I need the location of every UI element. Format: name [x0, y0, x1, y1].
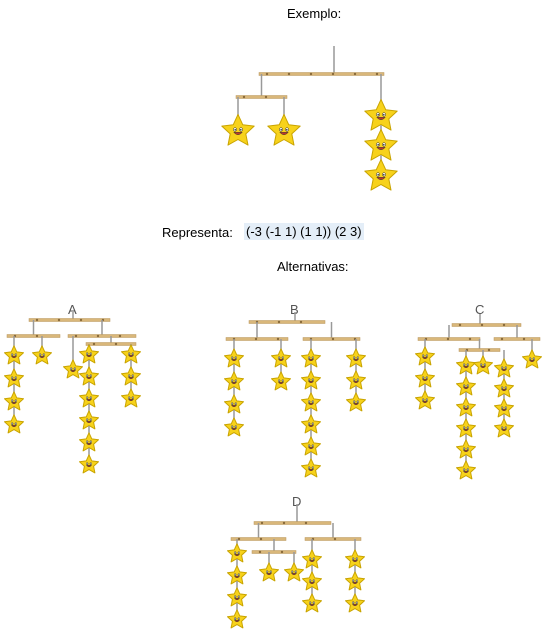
star-icon [224, 348, 244, 368]
star-icon [473, 355, 493, 375]
star-icon [224, 394, 244, 414]
option-c-label: C [475, 302, 485, 317]
star-icon [456, 397, 476, 417]
star-icon [227, 587, 247, 607]
star-icon [121, 388, 141, 408]
star-icon [224, 417, 244, 437]
star-icon [79, 388, 99, 408]
mobile-sub-bar [251, 550, 297, 554]
alternatives-label: Alternativas: [277, 259, 349, 274]
star-icon [456, 439, 476, 459]
star-icon [302, 571, 322, 591]
star-icon [4, 414, 24, 434]
mobile-sub-bar [225, 337, 289, 341]
star-icon [121, 344, 141, 364]
star-icon [224, 371, 244, 391]
star-icon [4, 368, 24, 388]
star-icon [79, 366, 99, 386]
mobile-main-bar [248, 320, 326, 324]
mobile-sub-bar [417, 337, 481, 341]
star-icon [79, 432, 99, 452]
star-icon [221, 113, 255, 146]
star-icon [345, 593, 365, 613]
star-icon [494, 378, 514, 398]
star-icon [301, 392, 321, 412]
star-icon [494, 418, 514, 438]
option-a-label: A [68, 302, 77, 317]
star-icon [456, 418, 476, 438]
star-icon [32, 345, 52, 365]
star-icon [415, 368, 435, 388]
star-icon [227, 609, 247, 629]
star-icon [301, 370, 321, 390]
star-icon [79, 410, 99, 430]
star-icon [346, 392, 366, 412]
star-icon [63, 359, 83, 379]
star-icon [522, 349, 542, 369]
star-icon [302, 549, 322, 569]
mobile-sub-bar [67, 334, 137, 338]
star-icon [301, 414, 321, 434]
star-icon [456, 376, 476, 396]
mobile-main-bar [253, 521, 332, 525]
star-icon [267, 113, 301, 146]
example-title: Exemplo: [287, 6, 342, 21]
star-icon [346, 370, 366, 390]
star-icon [364, 128, 398, 161]
star-icon [364, 158, 398, 191]
star-icon [494, 398, 514, 418]
mobile-main-bar [28, 318, 111, 322]
star-icon [301, 436, 321, 456]
star-icon [284, 562, 304, 582]
star-icon [79, 454, 99, 474]
mobile-sub-bar [85, 342, 137, 346]
star-icon [271, 348, 291, 368]
star-icon [227, 543, 247, 563]
star-icon [364, 98, 398, 131]
star-icon [456, 460, 476, 480]
star-icon [494, 358, 514, 378]
mobile-sub-bar [230, 537, 287, 541]
represents-value: (-3 (-1 1) (1 1)) (2 3) [244, 223, 364, 240]
star-icon [121, 366, 141, 386]
star-icon [415, 346, 435, 366]
star-icon [301, 458, 321, 478]
option-d-label: D [292, 494, 302, 509]
mobile-main-bar [258, 72, 385, 76]
option-b-label: B [290, 302, 299, 317]
mobile-sub-bar [304, 537, 362, 541]
star-icon [345, 549, 365, 569]
mobile-sub-bar [493, 337, 541, 341]
star-icon [346, 348, 366, 368]
star-icon [301, 348, 321, 368]
star-icon [302, 593, 322, 613]
mobile-sub-bar [235, 95, 288, 99]
star-icon [345, 571, 365, 591]
mobile-sub-bar [6, 334, 61, 338]
star-icon [4, 345, 24, 365]
star-icon [271, 371, 291, 391]
star-icon [259, 562, 279, 582]
star-icon [227, 565, 247, 585]
mobile-main-bar [451, 323, 522, 327]
star-icon [79, 344, 99, 364]
star-icon [415, 390, 435, 410]
mobile-sub-bar [458, 348, 501, 352]
star-icon [4, 391, 24, 411]
represents-label: Representa: [162, 225, 233, 240]
